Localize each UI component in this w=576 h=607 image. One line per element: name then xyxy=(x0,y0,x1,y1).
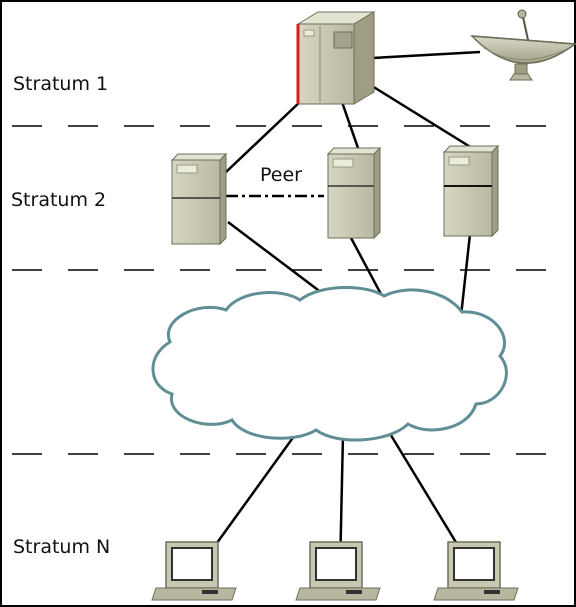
satellite-dish-icon xyxy=(470,9,576,81)
workstation-c-icon xyxy=(433,541,519,601)
stratum-dividers xyxy=(12,125,555,455)
network-cloud-icon xyxy=(151,286,508,442)
stratum-2-label: Stratum 2 xyxy=(11,189,106,211)
stratum-2-server-a-icon xyxy=(170,152,228,246)
workstation-a-icon xyxy=(151,541,237,601)
stratum-1-label: Stratum 1 xyxy=(13,73,108,95)
stratum-n-label: Stratum N xyxy=(13,536,110,558)
link-server-a-cloud xyxy=(227,221,327,297)
link-stratum1-server-a xyxy=(225,99,303,173)
workstation-b-icon xyxy=(295,541,381,601)
link-server-b-cloud xyxy=(348,235,384,297)
stratum-2-server-b-icon xyxy=(326,146,382,240)
stratum-1-server-icon xyxy=(296,11,376,105)
peer-label: Peer xyxy=(260,164,302,186)
link-server-c-cloud xyxy=(459,233,472,317)
link-stratum1-satellite xyxy=(371,50,481,60)
link-stratum1-server-c xyxy=(371,84,473,150)
link-stratum1-server-b xyxy=(340,101,360,149)
stratum-2-server-c-icon xyxy=(442,144,500,238)
